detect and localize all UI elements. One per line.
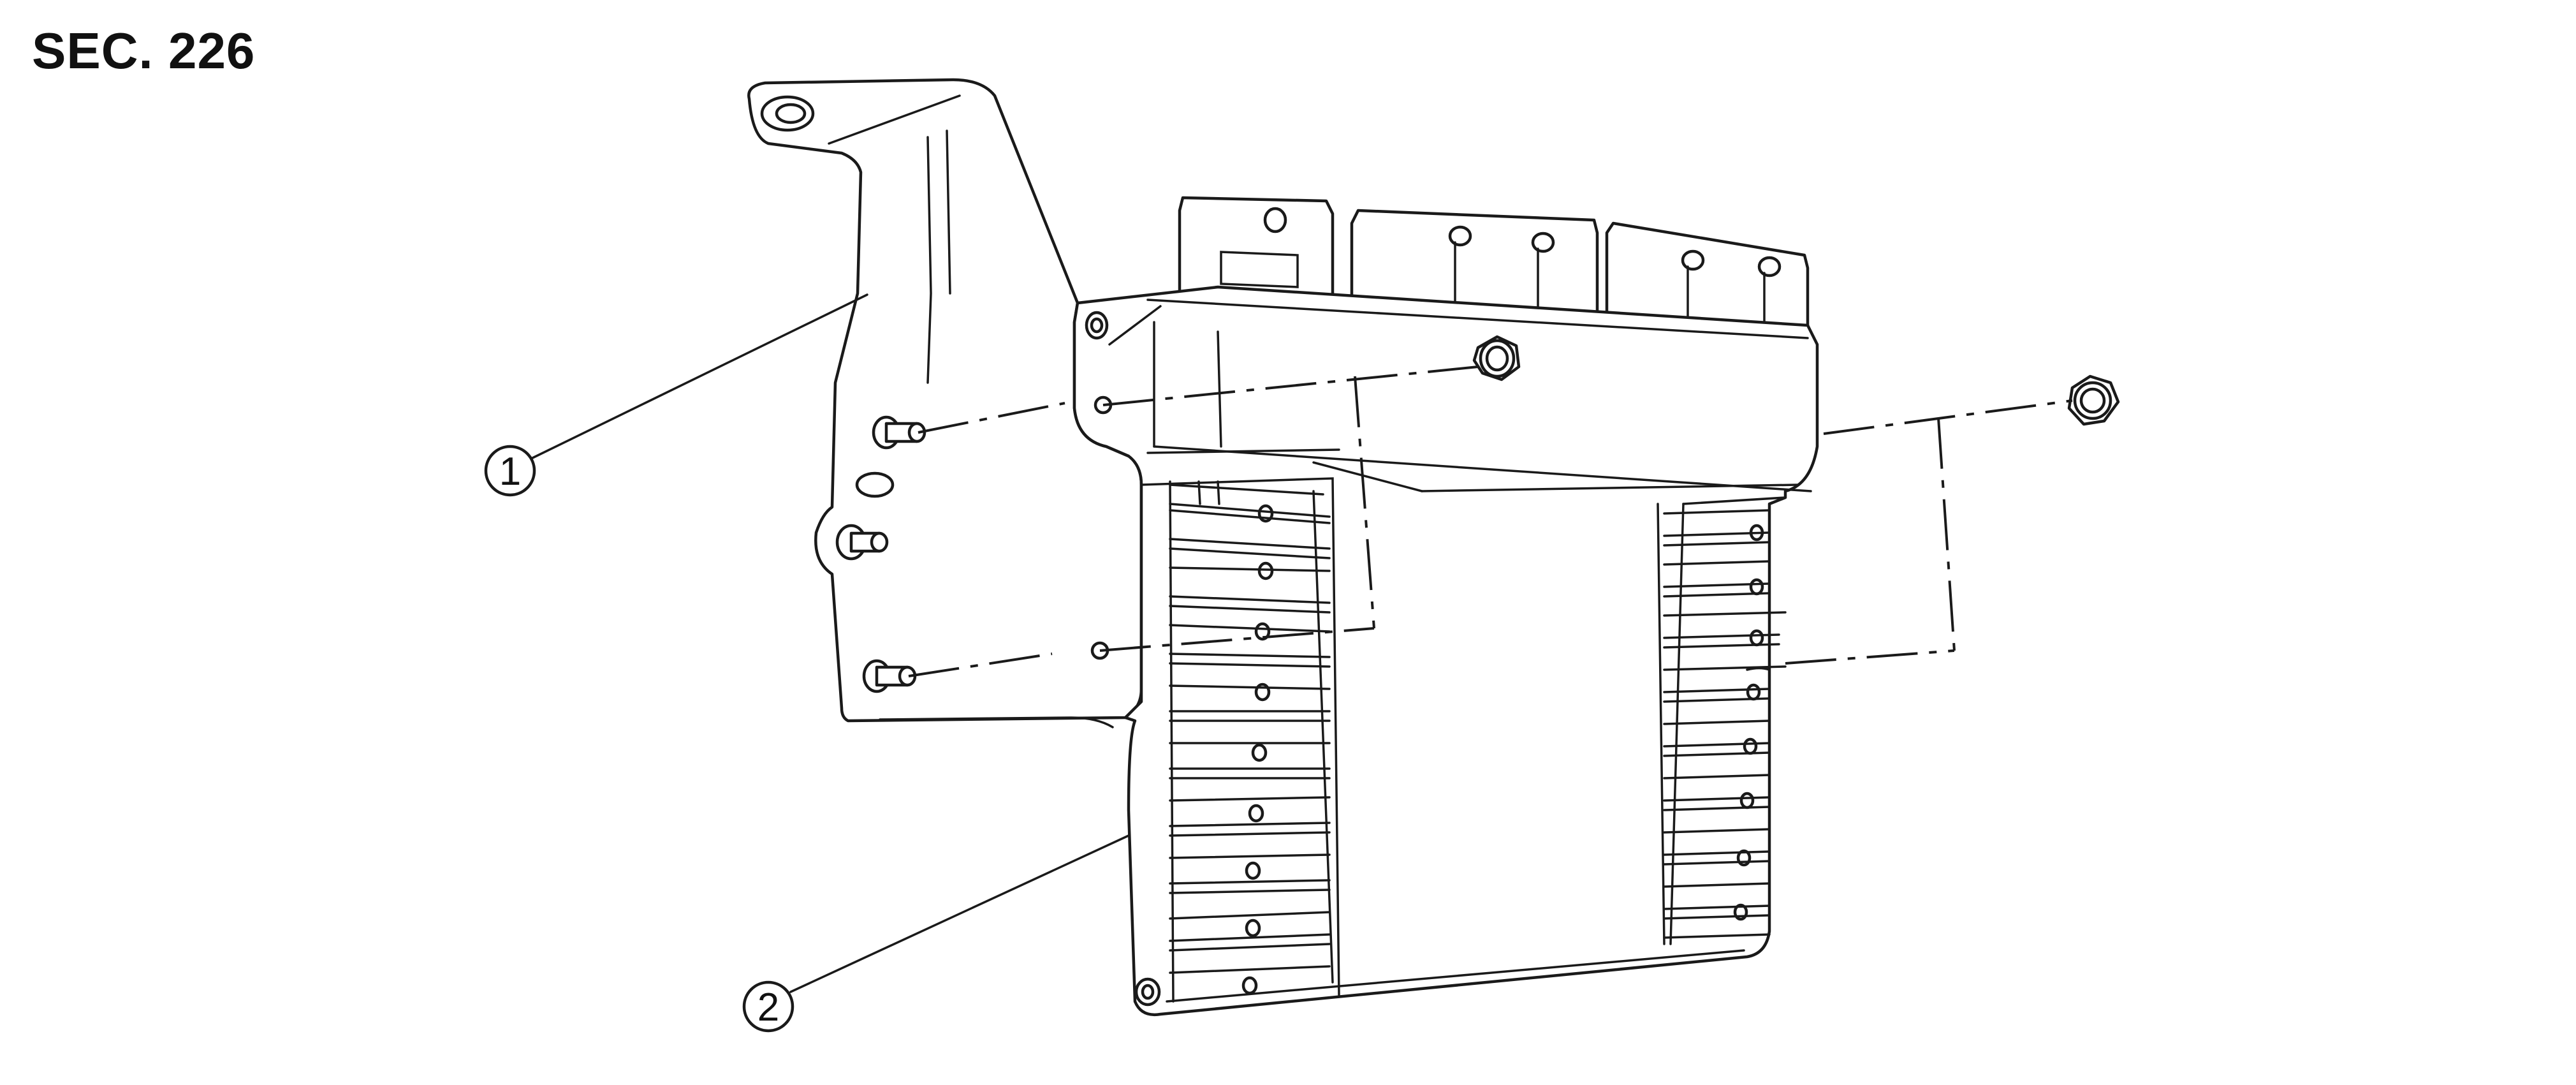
- callout-2: 2: [742, 980, 794, 1033]
- stud-lower: [862, 659, 917, 693]
- bracket: [747, 78, 1143, 728]
- control-unit: [1072, 196, 1819, 1017]
- callout-1-label: 1: [499, 450, 521, 494]
- stud-upper: [872, 415, 926, 450]
- stud-middle: [835, 524, 889, 561]
- callout-1: 1: [484, 445, 536, 497]
- cooling-fins-right: [1663, 509, 1787, 939]
- leader-line-1: [531, 293, 868, 459]
- leader-line-2: [789, 834, 1130, 993]
- callout-1-circle: [484, 445, 536, 497]
- callout-2-circle: [742, 980, 794, 1033]
- section-label: SEC. 226: [32, 22, 256, 79]
- callout-2-label: 2: [757, 985, 779, 1030]
- cooling-fins-left: [1169, 480, 1331, 1003]
- assembly-lines: [908, 365, 2073, 677]
- nut-right: [2067, 374, 2120, 426]
- nut-center: [1472, 335, 1521, 381]
